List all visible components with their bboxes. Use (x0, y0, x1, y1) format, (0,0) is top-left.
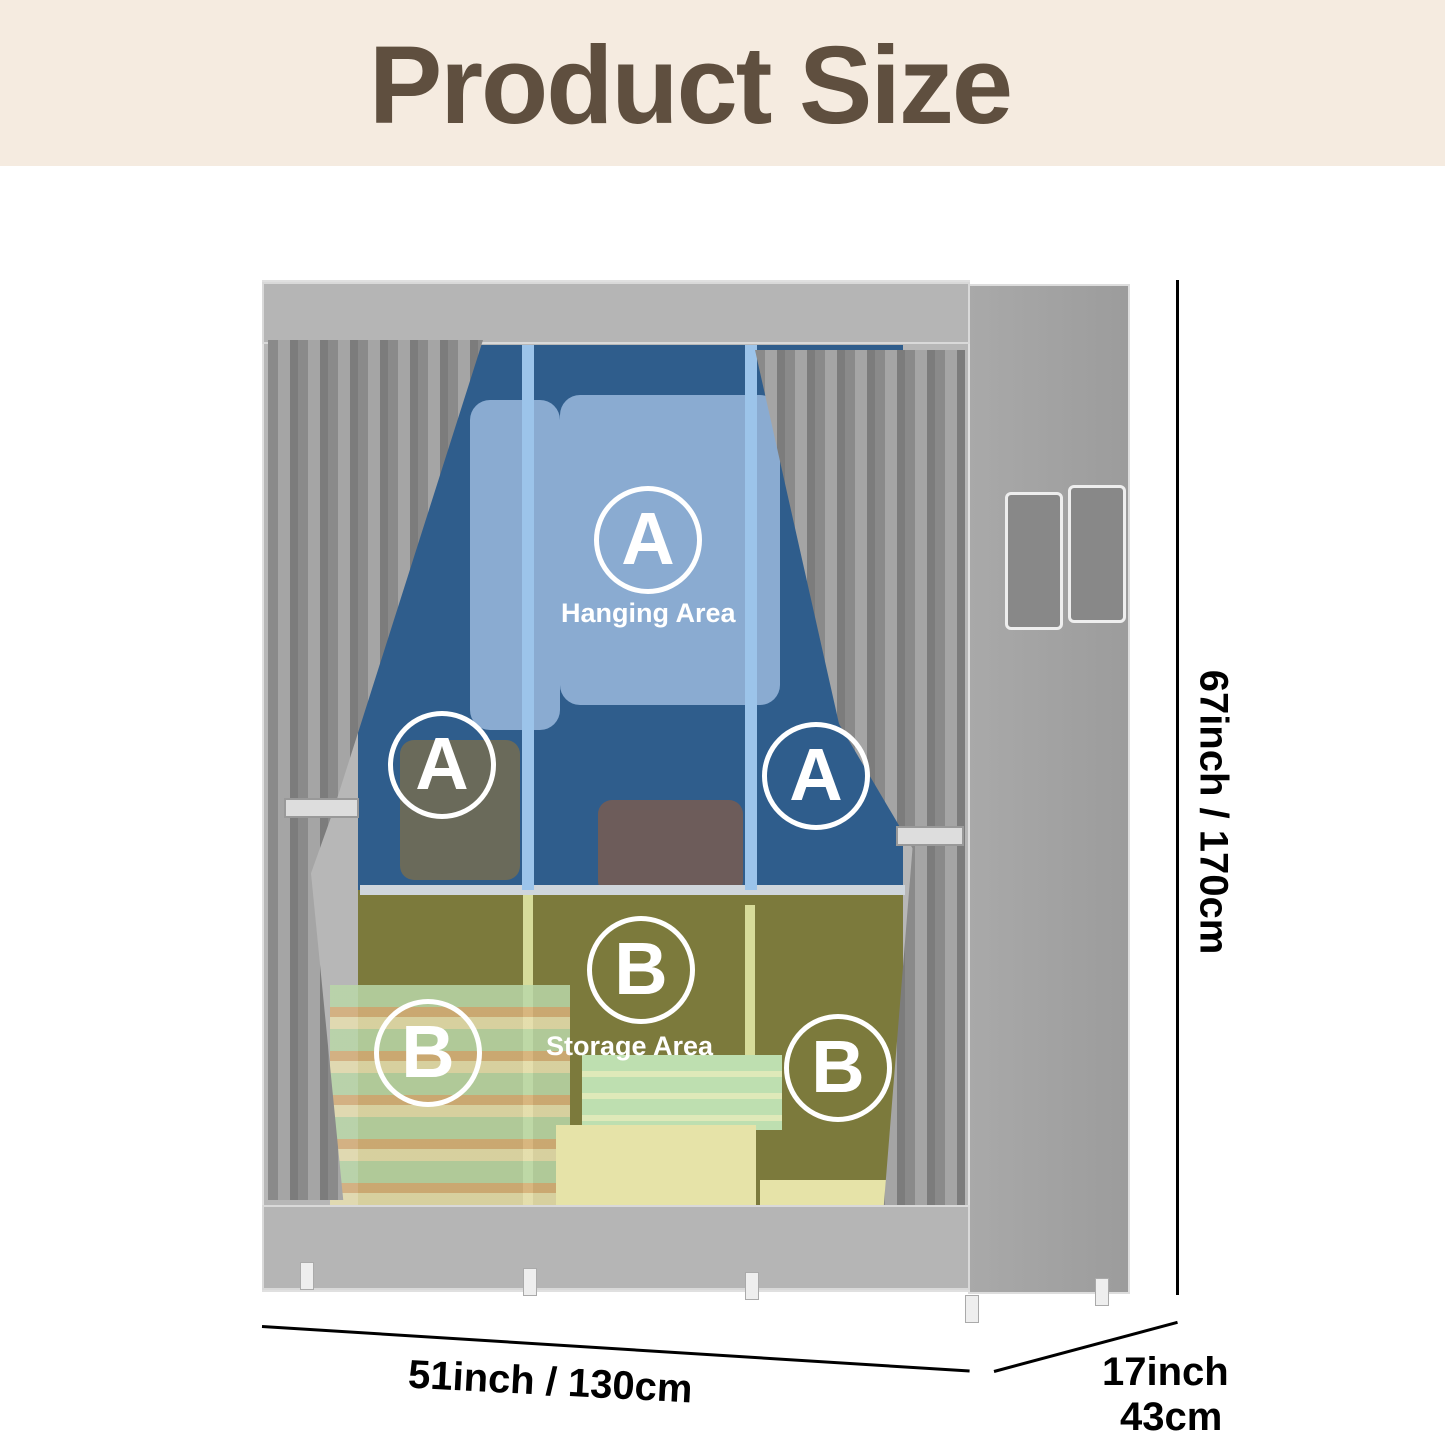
frame-pole (745, 345, 757, 890)
bottom-band (262, 1205, 970, 1290)
curtain-tie (284, 798, 359, 818)
zone-b-marker: B (587, 916, 695, 1024)
hanging-clothes (470, 400, 560, 730)
leg (300, 1262, 314, 1290)
page-title: Product Size (368, 24, 1013, 147)
zone-a-marker: A (388, 711, 496, 819)
wardrobe-side-panel (968, 284, 1130, 1294)
leg (523, 1268, 537, 1296)
zone-b-marker: B (374, 999, 482, 1107)
storage-area-label: Storage Area (546, 1031, 714, 1061)
height-dimension-label: 67inch / 170cm (1191, 669, 1236, 955)
side-pocket (1068, 485, 1126, 623)
bag-image (598, 800, 743, 895)
storage-box (556, 1125, 756, 1220)
leg (1095, 1278, 1109, 1306)
zone-a-marker: A (594, 486, 702, 594)
top-band (262, 282, 970, 344)
leg (965, 1295, 979, 1323)
header-banner (0, 0, 1445, 166)
depth-cm-label: 43cm (1120, 1395, 1223, 1439)
frame-pole (522, 345, 534, 890)
folded-towels (582, 1055, 782, 1130)
shelf (360, 885, 905, 895)
height-dimension-line (1176, 280, 1179, 1295)
side-pocket (1005, 492, 1063, 630)
depth-inch-label: 17inch (1102, 1350, 1229, 1394)
width-dimension-label: 51inch / 130cm (407, 1352, 694, 1412)
leg (745, 1272, 759, 1300)
curtain-tie (896, 826, 964, 846)
zone-a-marker: A (762, 722, 870, 830)
zone-b-marker: B (784, 1014, 892, 1122)
hanging-area-label: Hanging Area (561, 598, 736, 628)
